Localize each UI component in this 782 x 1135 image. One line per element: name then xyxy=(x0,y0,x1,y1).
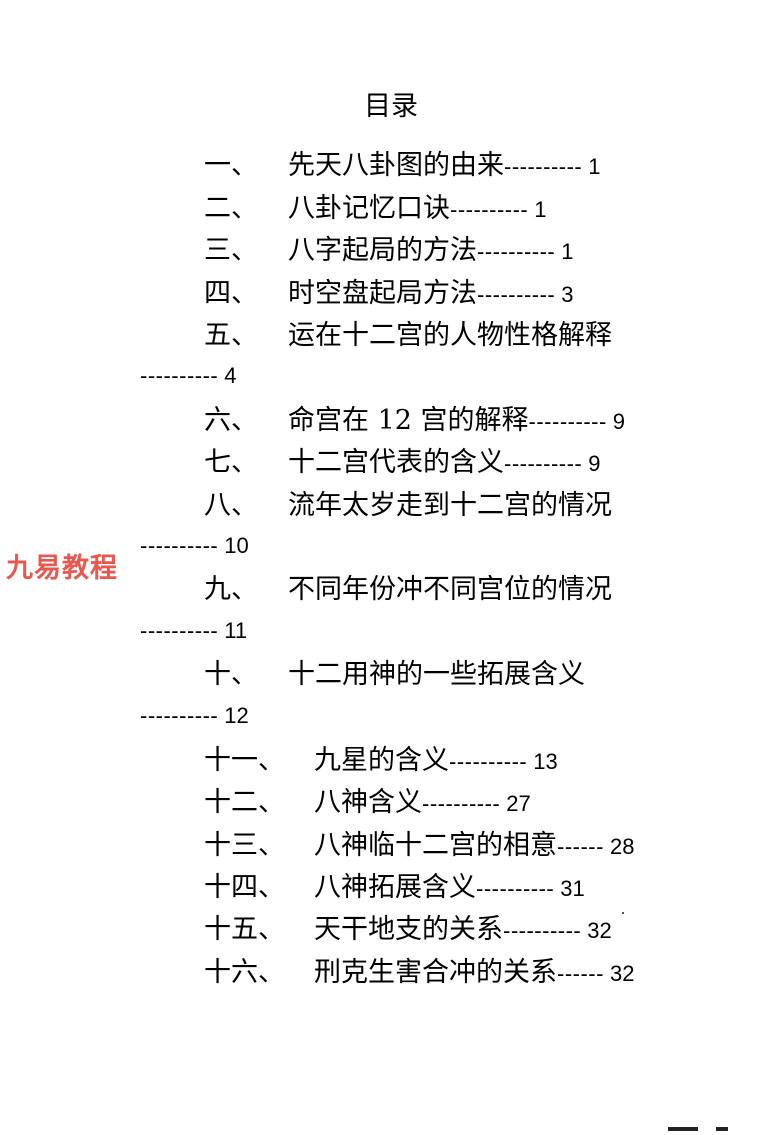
toc-entry-number: 五、 xyxy=(204,320,258,351)
toc-entry-page: 28 xyxy=(609,834,635,859)
scan-edge-mark xyxy=(668,1127,698,1131)
toc-entry-leader: ---------- xyxy=(140,618,219,643)
toc-entry-number: 十四、 xyxy=(204,872,285,903)
toc-entry-page: 1 xyxy=(561,239,574,264)
toc-entry[interactable]: 八、流年太岁走到十二宫的情况 xyxy=(204,486,612,526)
toc-entry-leader: ---------- xyxy=(528,409,607,434)
toc-entry-title: 十二用神的一些拓展含义 xyxy=(288,659,585,690)
toc-entry-page: 9 xyxy=(588,451,601,476)
toc-entry-page: 4 xyxy=(224,363,237,388)
toc-entry-page: 1 xyxy=(588,154,601,179)
toc-entry[interactable]: 十三、八神临十二宫的相意------28 xyxy=(204,826,634,867)
toc-entry[interactable]: 十二、八神含义----------27 xyxy=(204,783,531,824)
toc-entry-continuation: ----------4 xyxy=(140,356,237,398)
toc-entry[interactable]: 十六、刑克生害合冲的关系------32 xyxy=(204,953,634,994)
toc-entry-page: 10 xyxy=(224,533,249,558)
toc-entry[interactable]: 十、十二用神的一些拓展含义 xyxy=(204,655,585,695)
toc-entry-page: 11 xyxy=(224,618,248,643)
scan-edge-mark xyxy=(716,1127,728,1131)
toc-entry-leader: ---------- xyxy=(503,918,582,943)
toc-entry-continuation: ----------11 xyxy=(140,611,247,653)
toc-entry-page: 32 xyxy=(587,918,612,943)
page-title: 目录 xyxy=(364,91,418,122)
toc-entry[interactable]: 十四、八神拓展含义----------31 xyxy=(204,868,585,909)
toc-entry-continuation: ----------10 xyxy=(140,526,249,568)
toc-entry-title: 流年太岁走到十二宫的情况 xyxy=(288,490,612,521)
toc-entry-leader: ---------- xyxy=(476,876,555,901)
toc-entry-continuation: ----------12 xyxy=(140,696,249,738)
toc-entry-leader: ---------- xyxy=(140,703,219,728)
toc-entry-title: 八神临十二宫的相意 xyxy=(314,830,557,861)
toc-entry-leader: ---------- xyxy=(140,363,219,388)
toc-entry-title: 八神拓展含义 xyxy=(314,872,476,903)
toc-entry-page: 32 xyxy=(609,961,635,986)
toc-entry-page: 31 xyxy=(560,876,585,901)
toc-entry-title: 不同年份冲不同宫位的情况 xyxy=(288,574,612,605)
toc-entry-leader: ---------- xyxy=(450,197,529,222)
toc-entry-page: 13 xyxy=(533,749,558,774)
toc-entry-number: 十二、 xyxy=(204,787,285,818)
toc-entry-title: 运在十二宫的人物性格解释 xyxy=(288,320,612,351)
toc-entry[interactable]: 九、不同年份冲不同宫位的情况 xyxy=(204,570,612,610)
toc-entry-title: 命宫在 12 宫的解释 xyxy=(288,405,529,436)
toc-entry-number: 七、 xyxy=(204,447,258,478)
toc-entry-number: 九、 xyxy=(204,574,258,605)
toc-entry[interactable]: 六、命宫在 12 宫的解释----------9 xyxy=(204,401,625,442)
toc-entry[interactable]: 三、八字起局的方法----------1 xyxy=(204,231,574,272)
toc-entry-number: 十六、 xyxy=(204,957,285,988)
toc-entry-title: 时空盘起局方法 xyxy=(288,278,477,309)
toc-entry-number: 三、 xyxy=(204,235,258,266)
toc-entry-leader: ---------- xyxy=(477,239,556,264)
toc-entry-number: 十三、 xyxy=(204,830,285,861)
toc-entry-page: 12 xyxy=(224,703,249,728)
toc-entry-leader: ---------- xyxy=(422,791,501,816)
toc-entry-leader: ---------- xyxy=(449,749,528,774)
toc-entry-title: 十二宫代表的含义 xyxy=(288,447,504,478)
toc-entry-number: 二、 xyxy=(204,193,258,224)
toc-entry[interactable]: 十五、天干地支的关系----------32 xyxy=(204,910,612,951)
toc-entry-title: 刑克生害合冲的关系 xyxy=(314,957,557,988)
toc-entry-title: 先天八卦图的由来 xyxy=(288,150,504,181)
toc-entry-leader: ---------- xyxy=(140,533,219,558)
toc-entry-leader: ---------- xyxy=(504,154,583,179)
toc-entry[interactable]: 七、十二宫代表的含义----------9 xyxy=(204,443,601,484)
toc-entry-number: 六、 xyxy=(204,405,258,436)
scan-speck xyxy=(622,912,624,914)
toc-entry-number: 四、 xyxy=(204,278,258,309)
toc-entry-leader: ------ xyxy=(557,834,604,859)
toc-entry[interactable]: 十一、九星的含义----------13 xyxy=(204,741,558,782)
toc-entry-leader: ------ xyxy=(557,961,604,986)
toc-entry-number: 十五、 xyxy=(204,914,285,945)
toc-entry-number: 十、 xyxy=(204,659,258,690)
toc-entry-title: 九星的含义 xyxy=(314,745,449,776)
toc-entry-leader: ---------- xyxy=(504,451,583,476)
toc-entry-number: 八、 xyxy=(204,490,258,521)
toc-entry[interactable]: 四、时空盘起局方法----------3 xyxy=(204,274,574,315)
toc-entry-title: 八字起局的方法 xyxy=(288,235,477,266)
toc-entry-page: 9 xyxy=(612,409,626,434)
toc-entry[interactable]: 五、运在十二宫的人物性格解释 xyxy=(204,316,612,356)
toc-entry-leader: ---------- xyxy=(477,282,556,307)
toc-entry-title: 天干地支的关系 xyxy=(314,914,503,945)
toc-entry-page: 1 xyxy=(534,197,547,222)
toc-entry[interactable]: 一、先天八卦图的由来----------1 xyxy=(204,146,601,187)
watermark: 九易教程 xyxy=(6,553,118,584)
toc-entry-title: 八卦记忆口诀 xyxy=(288,193,450,224)
toc-entry-page: 3 xyxy=(561,282,574,307)
toc-entry[interactable]: 二、八卦记忆口诀----------1 xyxy=(204,189,547,230)
toc-entry-number: 一、 xyxy=(204,150,258,181)
toc-entry-number: 十一、 xyxy=(204,745,285,776)
toc-entry-title: 八神含义 xyxy=(314,787,422,818)
toc-entry-page: 27 xyxy=(506,791,531,816)
